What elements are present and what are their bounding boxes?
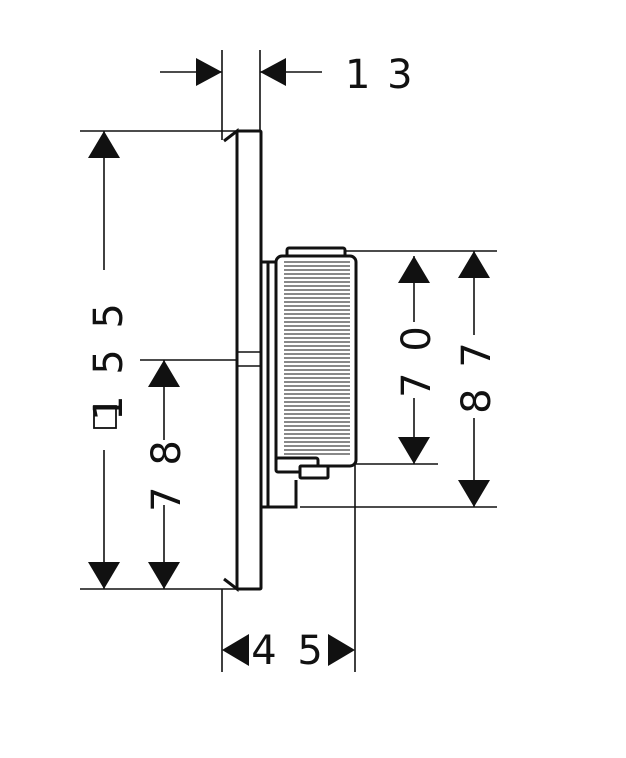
dimension-knob-inner: 7 0 xyxy=(394,256,440,464)
dimension-knob-outer: 8 7 xyxy=(454,251,500,507)
square-symbol-icon xyxy=(93,405,117,429)
knob xyxy=(274,246,358,480)
extension-lines xyxy=(80,50,497,672)
dimension-label-depth-top: 1 3 xyxy=(345,52,415,98)
dimension-label-knob-outer: 8 7 xyxy=(454,338,500,414)
dimension-height-total: 1 5 5 xyxy=(86,131,132,589)
dimension-label-height-total: 1 5 5 xyxy=(86,299,132,421)
knob-ridges xyxy=(284,261,350,455)
dimension-depth-bottom: 4 5 xyxy=(222,628,355,674)
dimension-height-half: 7 8 xyxy=(144,360,190,589)
dimension-label-depth-bottom: 4 5 xyxy=(251,628,327,674)
dimension-label-knob-inner: 7 0 xyxy=(394,322,440,398)
dimension-depth-top: 1 3 xyxy=(160,52,415,98)
faceplate xyxy=(223,127,263,593)
dimension-label-height-half: 7 8 xyxy=(144,436,190,512)
